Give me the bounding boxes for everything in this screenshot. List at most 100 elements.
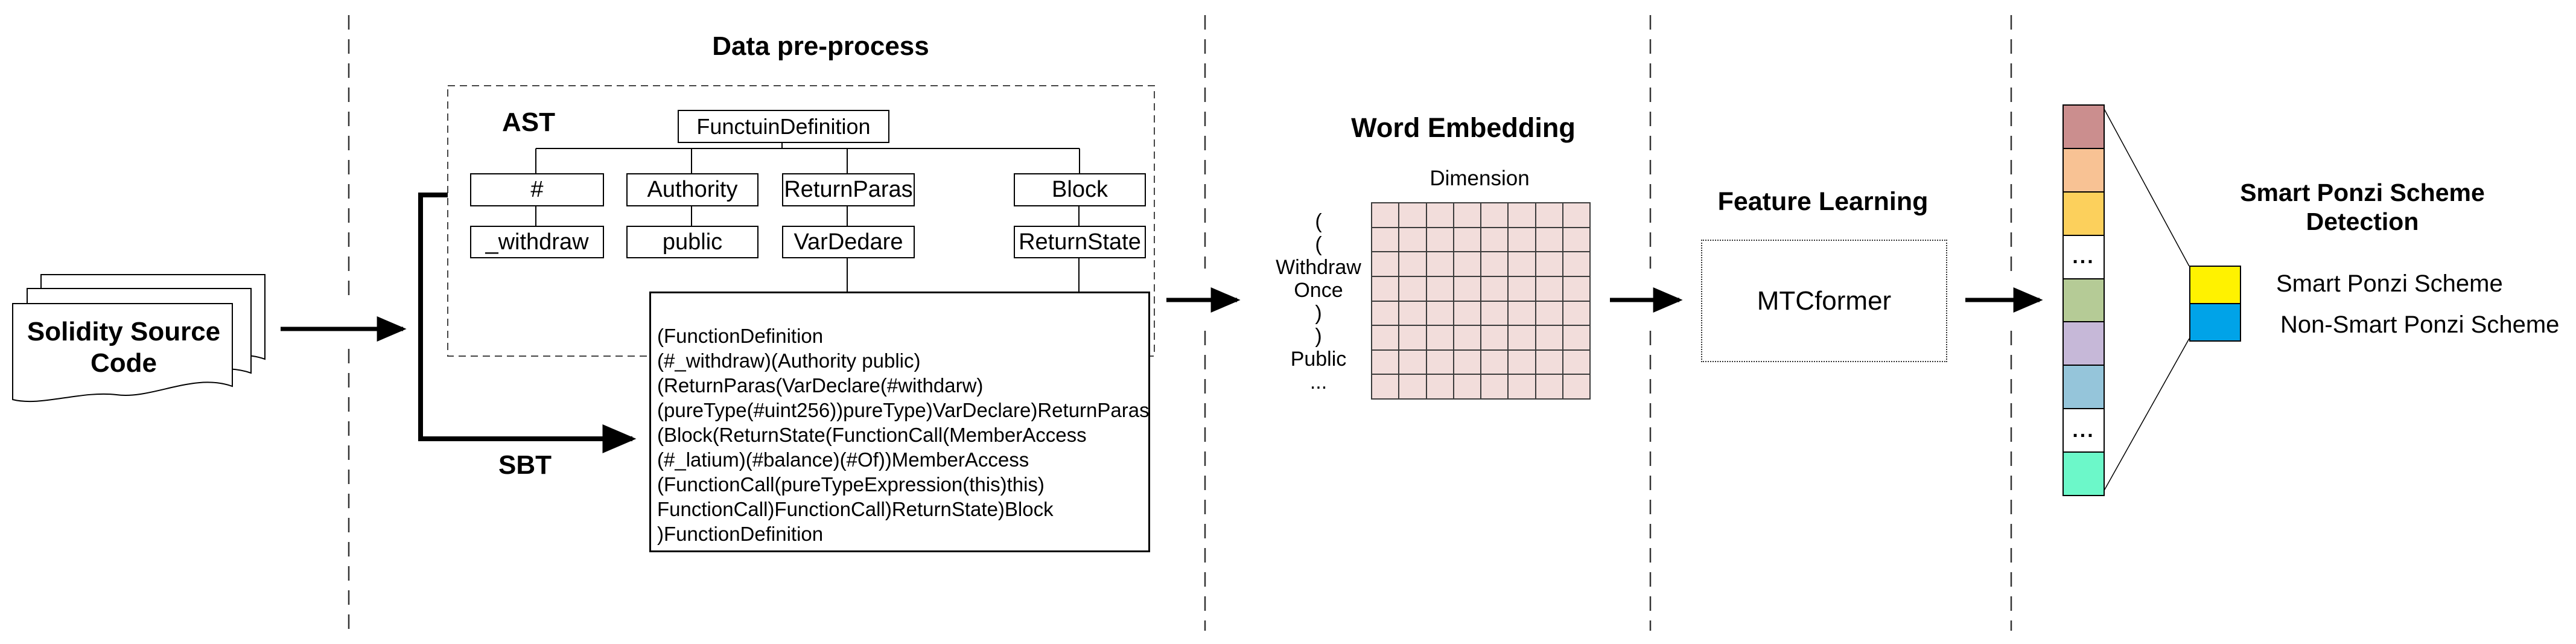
ast-node-withdraw: _withdraw — [470, 226, 604, 258]
flow-arrows — [281, 193, 2043, 453]
embedding-grid-cell — [1454, 252, 1480, 276]
embedding-grid-cell — [1536, 252, 1562, 276]
ast-node-vardedare: VarDedare — [782, 226, 915, 258]
embedding-grid-cell — [1563, 326, 1589, 349]
embedding-grid-cell — [1426, 252, 1453, 276]
ast-node-hash: # — [470, 173, 604, 206]
embedding-grid-cell — [1372, 375, 1399, 398]
embedding-grid-cell — [1372, 301, 1399, 325]
embedding-grid-cell — [1563, 350, 1589, 374]
embedding-grid-cell — [1509, 276, 1535, 301]
detection-title: Smart Ponzi Scheme Detection — [2240, 179, 2485, 235]
legend-non-smart-ponzi: Non-Smart Ponzi Scheme — [2280, 311, 2560, 338]
embedding-grid-cell — [1372, 326, 1399, 349]
source-code-label: Solidity Source Code — [27, 317, 221, 378]
embedding-grid-cell — [1509, 301, 1535, 325]
feature-vector-cell — [2064, 106, 2104, 148]
sbt-label: SBT — [498, 450, 552, 480]
legend-smart-ponzi: Smart Ponzi Scheme — [2276, 270, 2503, 297]
embedding-grid-cell — [1426, 326, 1453, 349]
embedding-grid-cell — [1481, 326, 1508, 349]
embedding-grid-cell — [1563, 203, 1589, 227]
embedding-grid-cell — [1481, 301, 1508, 325]
feature-vector-cell — [2064, 279, 2104, 322]
feature-vector-cell — [2064, 322, 2104, 365]
ast-label: AST — [502, 107, 555, 137]
embedding-grid-cell — [1536, 203, 1562, 227]
embedding-grid-cell — [1454, 350, 1480, 374]
embedding-grid-cell — [1454, 276, 1480, 301]
feature-vector-cell: ... — [2064, 409, 2104, 452]
funnel-lines — [2102, 105, 2190, 494]
token-list: ( ( Withdraw Once ) ) Public ... — [1276, 210, 1361, 394]
embedding-grid-cell — [1536, 350, 1562, 374]
embedding-grid-cell — [1454, 326, 1480, 349]
embedding-grid-cell — [1372, 203, 1399, 227]
class-cell-non-smart-ponzi — [2190, 304, 2240, 340]
embedding-grid-cell — [1536, 276, 1562, 301]
embedding-grid-cell — [1563, 276, 1589, 301]
class-output-box — [2189, 266, 2241, 342]
embedding-grid-cell — [1536, 301, 1562, 325]
embedding-grid-cell — [1509, 252, 1535, 276]
embedding-grid-cell — [1399, 228, 1426, 252]
embedding-grid-cell — [1481, 203, 1508, 227]
dimension-label: Dimension — [1430, 167, 1530, 190]
embedding-grid-cell — [1454, 375, 1480, 398]
feature-vector-cell — [2064, 192, 2104, 235]
sbt-text-box: (FunctionDefinition (#_withdraw)(Authori… — [649, 292, 1150, 552]
embedding-grid-cell — [1399, 276, 1426, 301]
embedding-grid-cell — [1509, 203, 1535, 227]
feature-vector-cell — [2064, 148, 2104, 191]
ast-node-authority: Authority — [626, 173, 758, 206]
embedding-grid-cell — [1426, 301, 1453, 325]
embedding-grid-cell — [1372, 252, 1399, 276]
embedding-grid-cell — [1481, 276, 1508, 301]
class-cell-smart-ponzi — [2190, 267, 2240, 303]
embedding-grid-cell — [1481, 350, 1508, 374]
embedding-grid — [1371, 202, 1591, 400]
embedding-grid-cell — [1399, 203, 1426, 227]
embedding-grid-cell — [1426, 350, 1453, 374]
embedding-grid-cell — [1509, 350, 1535, 374]
embedding-grid-cell — [1399, 252, 1426, 276]
embedding-grid-cell — [1454, 228, 1480, 252]
feature-title: Feature Learning — [1717, 187, 1929, 216]
embedding-grid-cell — [1563, 228, 1589, 252]
tree-connectors — [535, 141, 1080, 292]
embedding-grid-cell — [1372, 228, 1399, 252]
stage-separators — [348, 15, 2012, 631]
embedding-grid-cell — [1372, 350, 1399, 374]
embedding-grid-cell — [1563, 375, 1589, 398]
embedding-grid-cell — [1426, 276, 1453, 301]
embedding-grid-cell — [1563, 252, 1589, 276]
embedding-grid-cell — [1399, 350, 1426, 374]
embedding-title: Word Embedding — [1351, 112, 1576, 143]
feature-vector: ...... — [2062, 104, 2105, 496]
embedding-grid-cell — [1536, 326, 1562, 349]
embedding-grid-cell — [1509, 228, 1535, 252]
feature-vector-cell — [2064, 366, 2104, 409]
preprocess-title: Data pre-process — [712, 31, 929, 61]
feature-vector-cell — [2064, 453, 2104, 496]
embedding-grid-cell — [1454, 301, 1480, 325]
ast-node-block: Block — [1014, 173, 1146, 206]
embedding-grid-cell — [1399, 326, 1426, 349]
embedding-grid-cell — [1536, 375, 1562, 398]
embedding-grid-cell — [1509, 375, 1535, 398]
ast-node-returnstate: ReturnState — [1014, 226, 1146, 258]
embedding-grid-cell — [1399, 375, 1426, 398]
embedding-grid-cell — [1454, 203, 1480, 227]
embedding-grid-cell — [1563, 301, 1589, 325]
embedding-grid-cell — [1426, 228, 1453, 252]
embedding-grid-cell — [1481, 252, 1508, 276]
embedding-grid-cell — [1426, 203, 1453, 227]
mtcformer-box: MTCformer — [1701, 240, 1947, 362]
embedding-grid-cell — [1481, 375, 1508, 398]
embedding-grid-cell — [1536, 228, 1562, 252]
embedding-grid-cell — [1399, 301, 1426, 325]
document-stack-icon — [12, 274, 266, 403]
ast-node-root: FunctuinDefinition — [678, 110, 889, 143]
